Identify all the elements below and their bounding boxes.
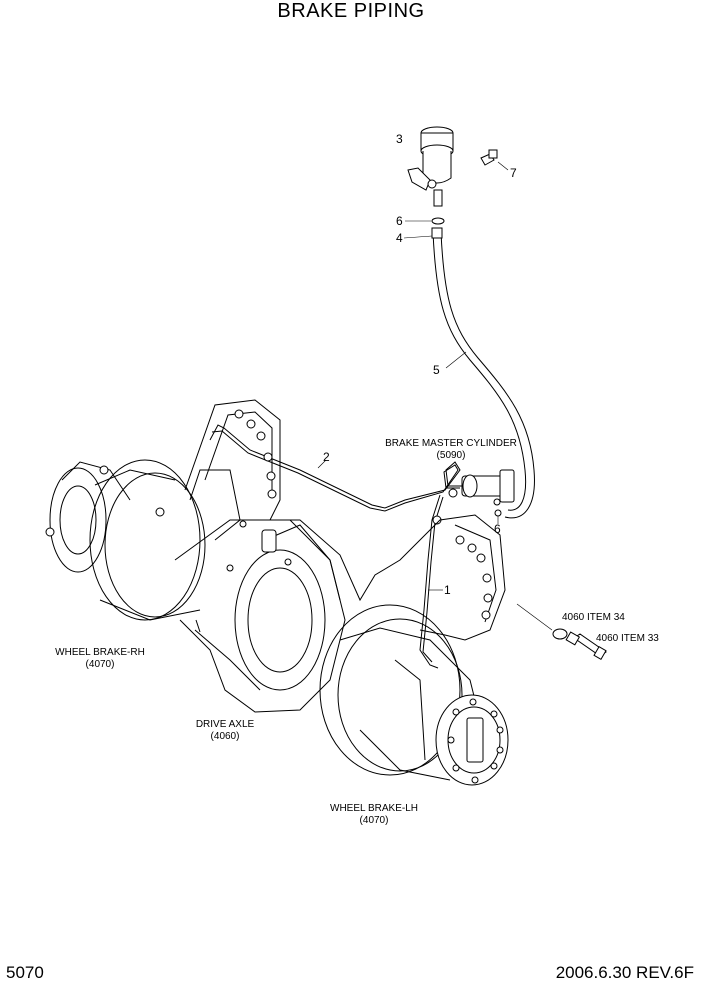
washer-and-bolt <box>516 603 607 661</box>
wheel-brake-lh-ref: (4070) <box>359 815 389 826</box>
callout-6-bottom: 6 <box>494 522 501 536</box>
callout-6-top: 6 <box>396 214 403 228</box>
drive-axle-center <box>174 519 346 713</box>
drive-axle-label: DRIVE AXLE (4060) <box>185 719 265 743</box>
wheel-brake-lh-name: WHEEL BRAKE-LH <box>330 803 418 814</box>
callout-5: 5 <box>433 363 440 377</box>
master-cylinder-label: BRAKE MASTER CYLINDER (5090) <box>385 438 517 462</box>
bolt-item7 <box>480 149 498 166</box>
callout-4: 4 <box>396 231 403 245</box>
wheel-brake-lh-label: WHEEL BRAKE-LH (4070) <box>322 803 426 827</box>
item33-label: 4060 ITEM 33 <box>596 633 659 644</box>
page-number: 5070 <box>6 963 44 982</box>
wheel-brake-rh-ref: (4070) <box>85 659 115 670</box>
item34-label: 4060 ITEM 34 <box>562 612 625 623</box>
drive-axle-name: DRIVE AXLE <box>195 719 255 730</box>
callout-7: 7 <box>510 166 517 180</box>
callout-1: 1 <box>444 583 451 597</box>
wheel-brake-rh-name: WHEEL BRAKE-RH <box>55 647 145 658</box>
callout-2: 2 <box>323 450 330 464</box>
o-ring-top <box>431 217 445 225</box>
wheel-brake-rh <box>45 459 206 621</box>
callout-3: 3 <box>396 132 403 146</box>
drive-axle-ref: (4060) <box>210 731 240 742</box>
axle-housing <box>184 399 506 641</box>
revision-date: 2006.6.30 REV.6F <box>555 963 694 982</box>
master-cylinder <box>461 469 515 517</box>
master-cylinder-name: BRAKE MASTER CYLINDER <box>385 438 517 449</box>
master-cylinder-ref: (5090) <box>436 450 466 461</box>
page-title: BRAKE PIPING <box>277 0 425 22</box>
brake-hose <box>431 227 535 519</box>
wheel-brake-rh-label: WHEEL BRAKE-RH (4070) <box>48 647 152 671</box>
wheel-brake-lh <box>319 604 509 786</box>
reservoir-tank <box>407 126 454 207</box>
